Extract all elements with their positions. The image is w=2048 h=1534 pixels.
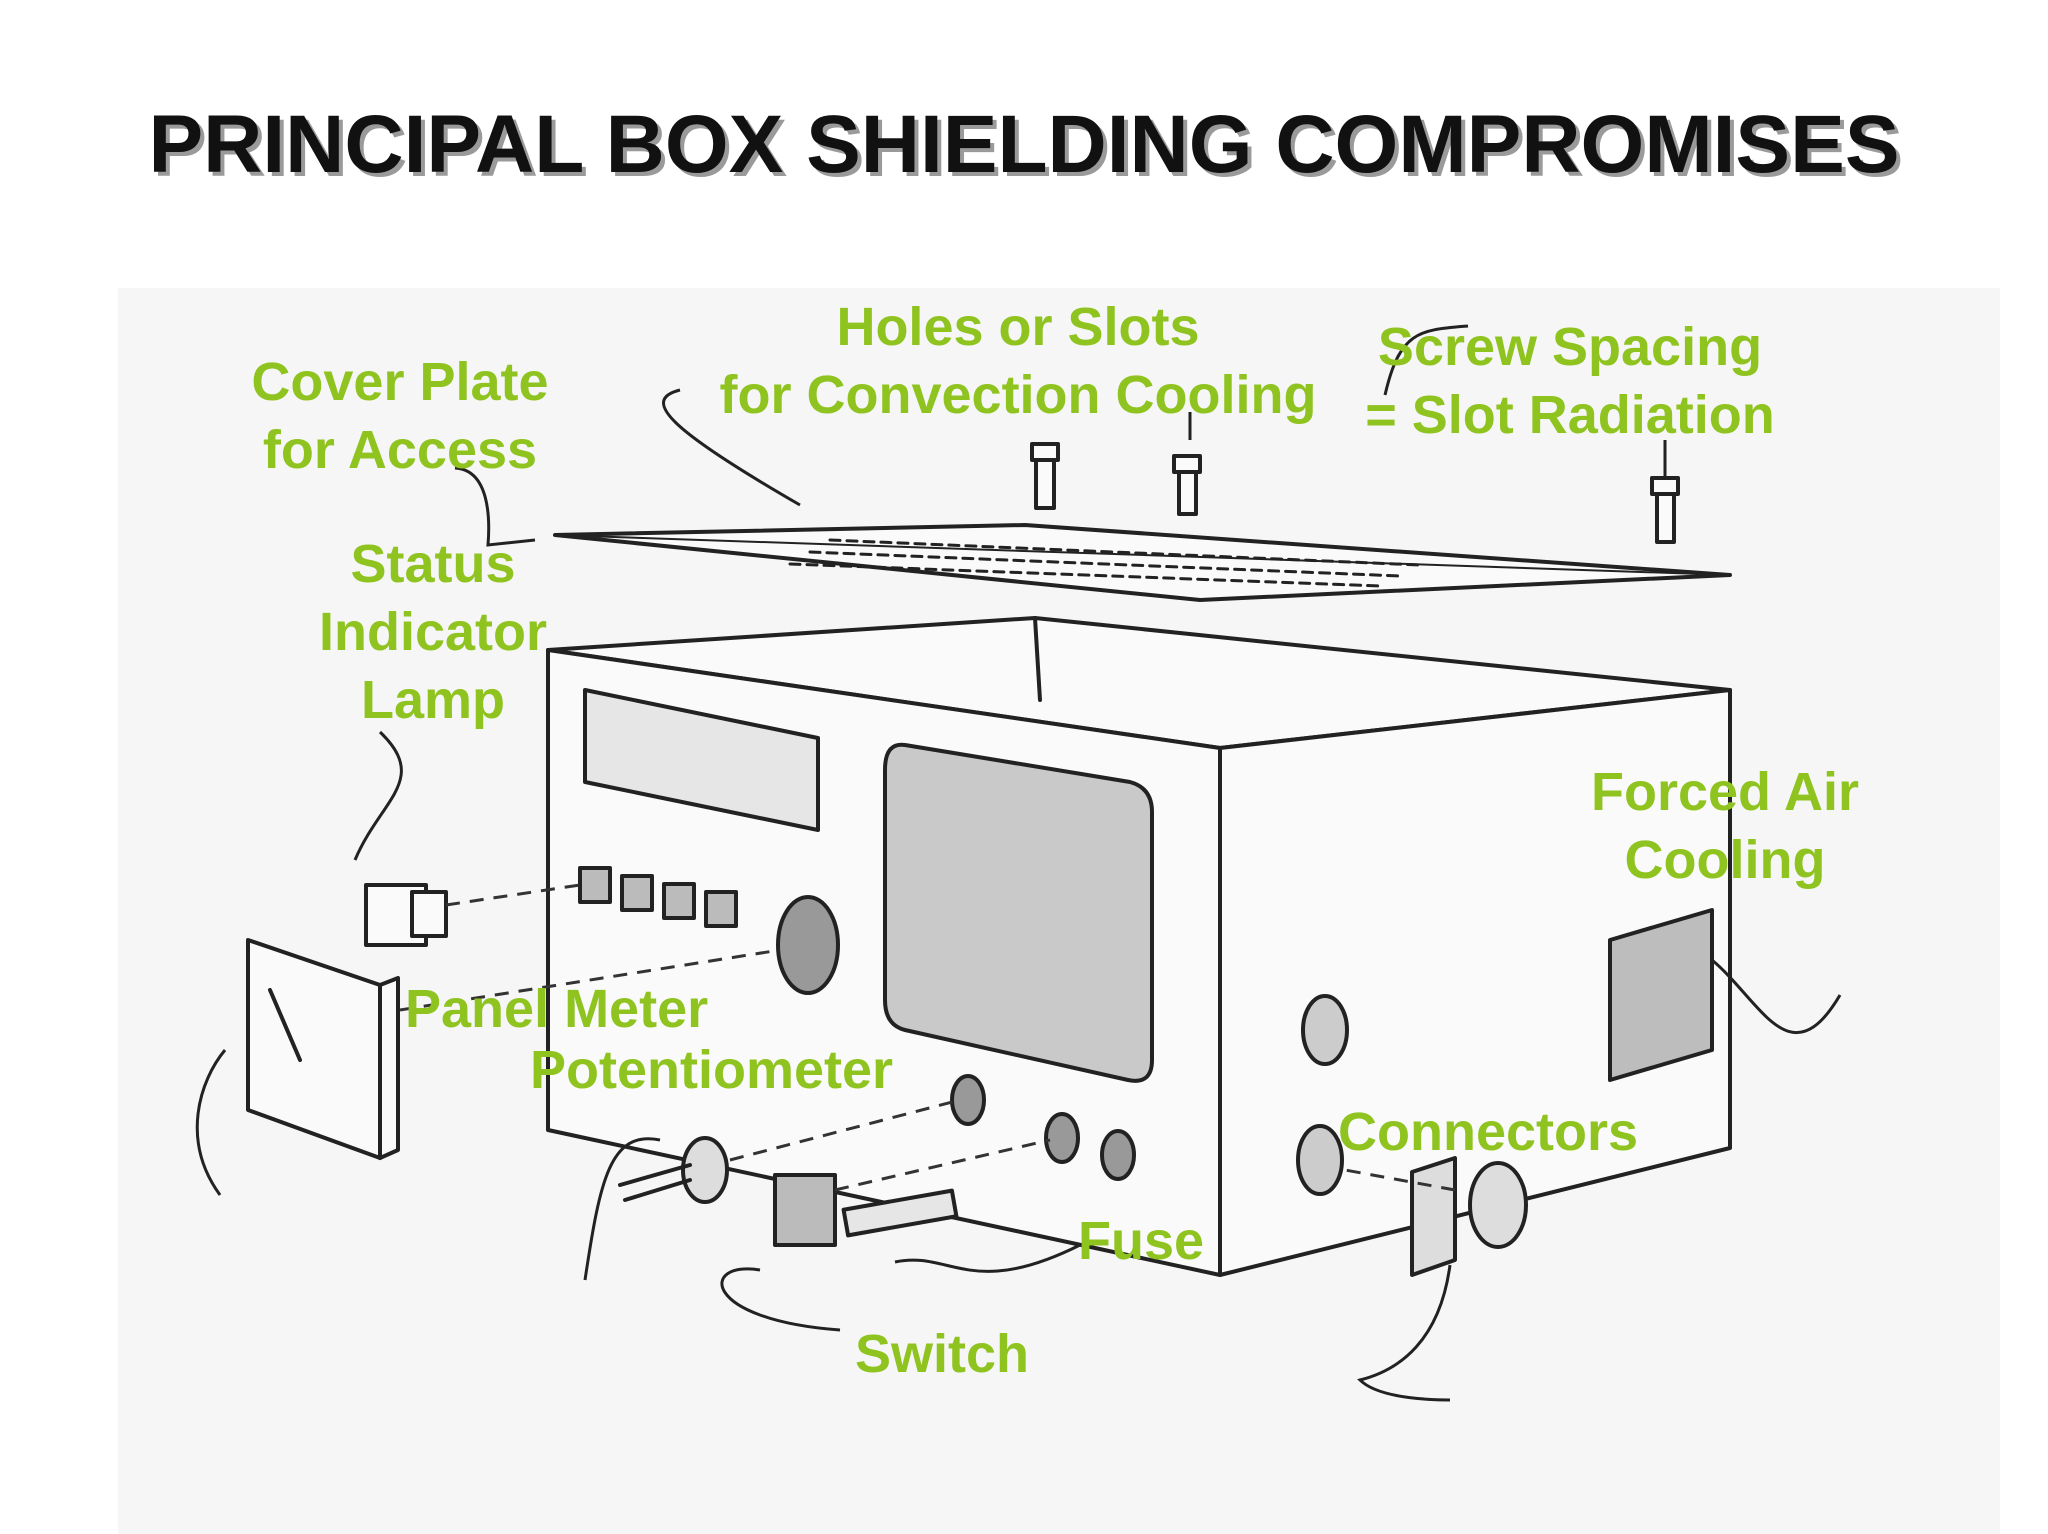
slide-title: PRINCIPAL BOX SHIELDING COMPROMISES <box>148 99 1900 190</box>
panel-meter <box>246 938 400 1160</box>
front-grille <box>883 742 1154 1083</box>
label-switch: Switch <box>855 1324 1030 1384</box>
assembly-lines <box>399 883 1456 1192</box>
fuse-component <box>841 1188 959 1238</box>
label-fuse: Fuse <box>1078 1211 1205 1271</box>
label-panel-meter: Panel Meter <box>405 979 709 1039</box>
front-buttons <box>578 866 738 928</box>
label-forced-air-cooling: Forced Air Cooling <box>1590 762 1860 890</box>
display-window <box>583 688 820 832</box>
label-holes-or-slots: Holes or Slots for Convection Cooling <box>719 297 1317 425</box>
status-lamp <box>364 883 448 947</box>
switch-component <box>773 1173 837 1247</box>
front-knobs <box>776 895 1136 1181</box>
label-screw-spacing: Screw Spacing = Slot Radiation <box>1365 317 1775 445</box>
label-potentiometer: Potentiometer <box>530 1040 894 1100</box>
side-connector-ports <box>1296 994 1349 1196</box>
label-cover-plate: Cover Plate for Access <box>251 352 549 480</box>
potentiometer <box>618 1136 729 1204</box>
side-fan <box>1608 908 1714 1082</box>
label-status-lamp: Status Indicator Lamp <box>318 534 548 730</box>
screw <box>1030 442 1680 544</box>
label-connectors: Connectors <box>1338 1102 1639 1162</box>
cover-plate <box>553 523 1732 602</box>
leader-lines <box>195 324 1842 1402</box>
